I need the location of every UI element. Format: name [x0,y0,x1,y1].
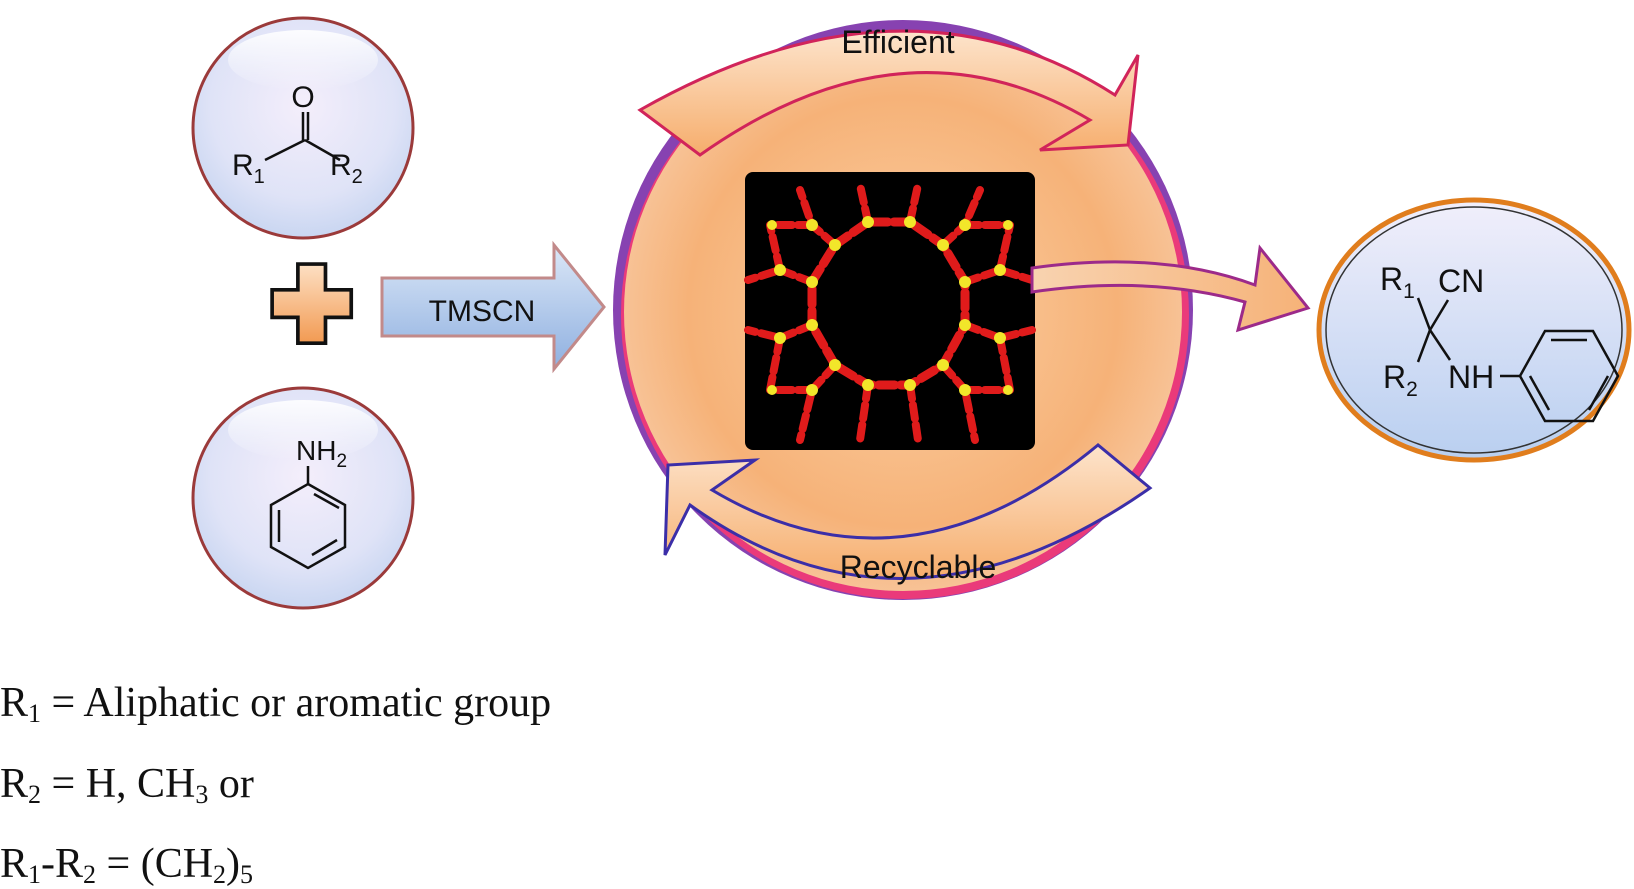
legend-r2: R2 = H, CH3 or [0,761,254,809]
recyclable-cycle-arrow [663,443,1153,580]
product-benzene-ring-icon [1416,297,1620,423]
framework-structure-image [744,172,1036,450]
product-arrow [1030,244,1311,333]
ketone-bubble: O R1 R2 [191,16,415,240]
aniline-bubble: NH2 [191,386,415,610]
catalytic-cycle: Efficient Recyclable [613,20,1193,600]
ketone-r1: R1 [232,149,265,188]
product-bubble: R1 CN R2 NH [1316,197,1632,463]
product-nh: NH [1448,359,1494,395]
ketone-structure [264,112,341,162]
recyclable-label: Recyclable [840,549,997,585]
reagent-label: TMSCN [429,295,536,328]
ketone-r2: R2 [330,149,363,188]
efficient-label: Efficient [841,24,954,60]
legend-r1: R1 = Aliphatic or aromatic group [0,680,552,728]
product-cn: CN [1438,263,1484,299]
aniline-amine: NH2 [296,435,347,472]
plus-icon [270,262,354,346]
legend-r1-r2: R1-R2 = (CH2)5 [0,841,254,889]
efficient-cycle-arrow [637,29,1140,157]
product-r2: R2 [1383,359,1418,401]
product-r1: R1 [1380,261,1415,303]
tmscn-arrow: TMSCN [380,240,606,374]
ketone-oxygen: O [291,81,314,114]
benzene-ring-icon [269,466,347,570]
